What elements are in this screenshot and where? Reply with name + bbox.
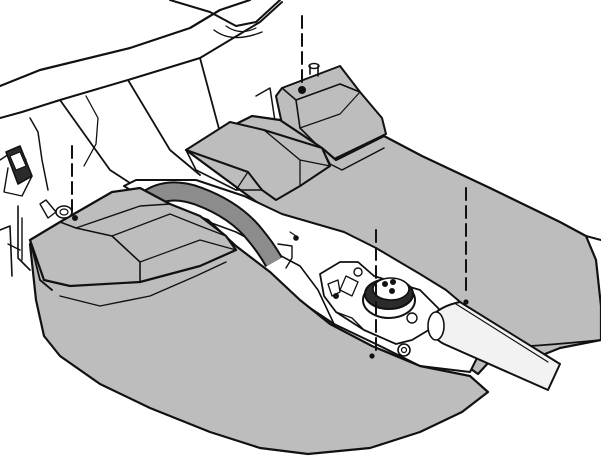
rocker-switch-icon bbox=[3, 145, 33, 197]
alignment-lines bbox=[71, 15, 467, 357]
mid-wedge-block bbox=[185, 121, 331, 201]
machine-housing bbox=[0, 0, 283, 277]
hose-icon bbox=[427, 301, 561, 391]
pin-hole bbox=[369, 353, 375, 359]
hose-channel bbox=[144, 181, 283, 268]
front-mount-block bbox=[28, 186, 238, 291]
pin-hole bbox=[463, 299, 469, 305]
